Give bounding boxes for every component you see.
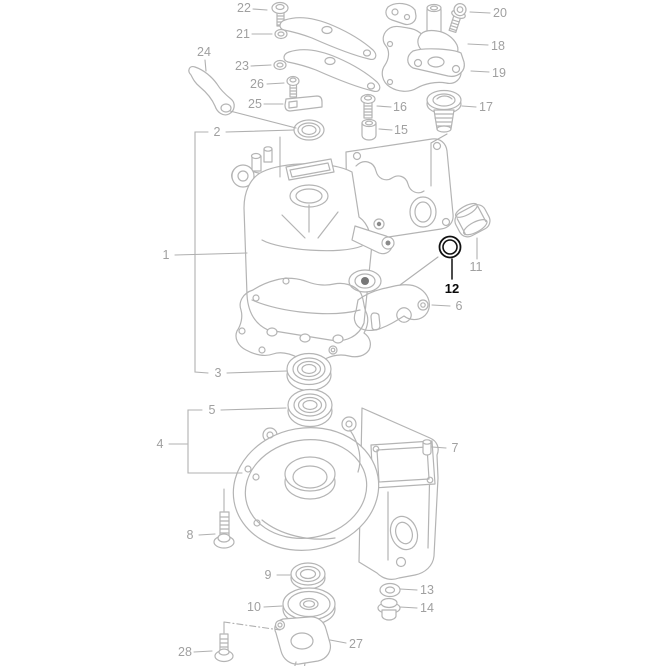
part-plate-23 (283, 49, 381, 92)
leader-2 (225, 129, 295, 133)
callout-19: 19 (492, 66, 506, 80)
callout-5: 5 (209, 403, 216, 417)
part-screw-26 (286, 75, 300, 98)
locator-oring-12 (399, 256, 439, 286)
part-oring-12 (438, 235, 462, 259)
leader-14 (399, 606, 418, 609)
part-grommet-23 (273, 59, 287, 71)
leader-6 (431, 304, 451, 307)
leader-13 (399, 588, 418, 591)
part-seal-9 (290, 562, 326, 590)
leader-26 (266, 82, 285, 85)
leader-17 (461, 105, 477, 108)
leader-16 (376, 105, 392, 108)
part-lower-crankcase-4 (232, 407, 439, 580)
callout-2: 2 (214, 125, 221, 139)
callout-9: 9 (265, 568, 272, 582)
part-grommet-21 (274, 28, 288, 40)
part-pump-housing-18 (385, 2, 465, 77)
part-washer-13 (379, 582, 401, 598)
leader-8 (198, 533, 216, 536)
callout-6: 6 (456, 299, 463, 313)
callout-4: 4 (157, 437, 164, 451)
part-bearing-3 (286, 352, 332, 392)
part-bolt-16 (360, 93, 376, 119)
part-oil-seal-2 (293, 119, 325, 141)
callout-20: 20 (493, 6, 507, 20)
callout-28: 28 (178, 645, 192, 659)
callout-25: 25 (248, 97, 262, 111)
leader-3 (226, 370, 288, 374)
callout-24: 24 (197, 45, 211, 59)
part-dowel-pin-7 (422, 439, 432, 456)
leader-19 (470, 70, 490, 73)
callout-23: 23 (235, 59, 249, 73)
part-bearing-5 (287, 388, 333, 428)
callout-labels: 1 2 3 4 5 6 7 8 9 10 11 12 13 14 15 16 1… (157, 1, 507, 659)
callout-18: 18 (491, 39, 505, 53)
part-plate-10 (282, 587, 336, 626)
callout-1: 1 (163, 248, 170, 262)
part-crankcase-assembly-1 (231, 138, 454, 344)
part-clamp-25 (284, 95, 323, 112)
callout-11: 11 (470, 260, 483, 274)
callout-10: 10 (247, 600, 261, 614)
callout-13: 13 (420, 583, 434, 597)
leader-28 (193, 650, 213, 653)
leader-1 (174, 252, 248, 256)
locator-tube-24 (229, 110, 297, 129)
callout-12-highlighted: 12 (445, 281, 459, 296)
part-breather-tube-24 (188, 66, 235, 116)
bracket-4-5 (187, 409, 243, 474)
callout-17: 17 (479, 100, 493, 114)
part-bolt-8 (213, 511, 235, 549)
part-collar-15 (361, 118, 377, 141)
callout-22: 22 (237, 1, 251, 15)
part-filler-cap-11 (454, 202, 491, 238)
leader-23 (250, 64, 272, 67)
callout-8: 8 (187, 528, 194, 542)
leader-10 (263, 605, 283, 608)
leader-15 (378, 128, 393, 131)
locator-lines (223, 110, 448, 634)
leader-7 (431, 446, 447, 449)
part-plug-14 (377, 597, 401, 621)
part-bolt-20 (448, 3, 467, 34)
leader-20 (469, 11, 491, 14)
leader-22 (252, 8, 268, 11)
locator-bolt-28-dash (223, 621, 281, 631)
callout-16: 16 (393, 100, 407, 114)
callout-7: 7 (452, 441, 459, 455)
callout-21: 21 (236, 27, 250, 41)
part-bracket-27 (274, 616, 332, 666)
leader-18 (467, 43, 489, 46)
leader-27 (329, 639, 347, 644)
leader-24 (204, 59, 207, 72)
callout-27: 27 (349, 637, 363, 651)
locator-thermostat-17 (430, 133, 448, 187)
part-thermostat-17 (426, 89, 462, 133)
callout-14: 14 (420, 601, 434, 615)
callout-26: 26 (250, 77, 264, 91)
leader-5 (220, 407, 287, 411)
callout-3: 3 (215, 366, 222, 380)
callout-leaders (168, 8, 491, 653)
part-bolt-28 (214, 633, 234, 663)
part-gasket-6 (235, 277, 430, 363)
callout-15: 15 (394, 123, 408, 137)
bracket-2-3 (194, 131, 209, 374)
